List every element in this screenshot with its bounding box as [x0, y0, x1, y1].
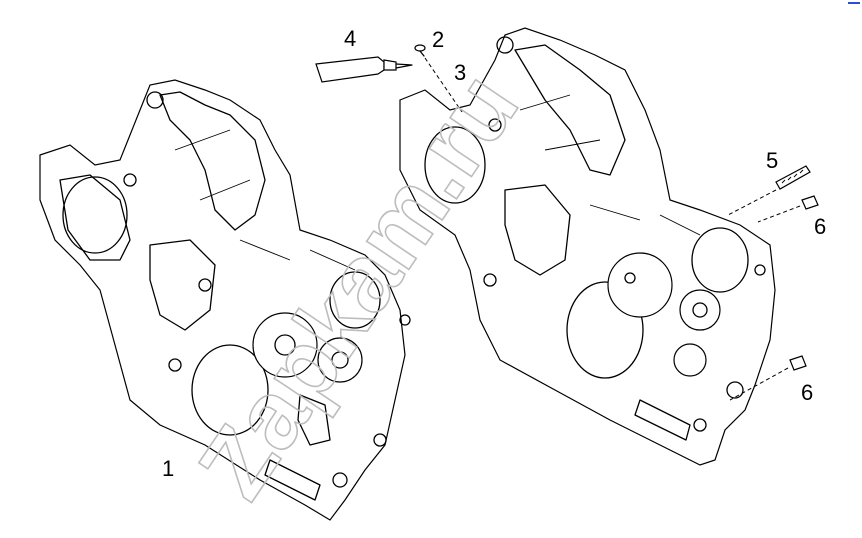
callout-2: 2	[432, 27, 444, 52]
screw-icon	[414, 44, 426, 57]
callout-4: 4	[344, 26, 356, 51]
dowel-pin-icon-lower	[789, 355, 807, 371]
stud-bolt-icon	[775, 165, 811, 190]
sealant-tube-icon	[315, 56, 413, 83]
callout-3: 3	[454, 60, 466, 85]
callout-6-upper: 6	[814, 214, 826, 239]
corner-mark	[848, 2, 860, 7]
leader-6-upper	[757, 205, 801, 223]
timing-cover-left	[39, 79, 411, 521]
timing-cover-right	[399, 27, 776, 466]
leader-3	[424, 57, 463, 113]
leader-5	[727, 189, 777, 216]
dowel-pin-icon-upper	[801, 195, 819, 210]
callout-1: 1	[162, 456, 174, 481]
callout-6-lower: 6	[801, 380, 813, 405]
callout-5: 5	[766, 148, 778, 173]
